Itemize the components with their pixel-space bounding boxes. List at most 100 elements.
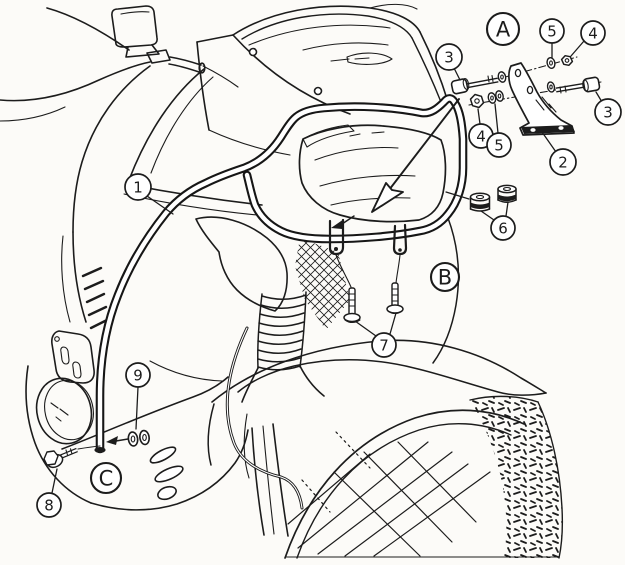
bracket-part-2 <box>508 62 575 136</box>
belly-panel <box>25 360 249 511</box>
callout-2-circle <box>549 148 577 176</box>
nut-4-top <box>560 54 574 67</box>
tire-tread <box>470 396 563 558</box>
callout-3-left-leader <box>453 67 461 81</box>
washers-5-bottom <box>487 90 504 104</box>
nut-4-bottom <box>469 93 485 109</box>
callout-4-top-label: 4 <box>588 24 598 42</box>
fairing-right-edge <box>432 217 460 364</box>
callout-2: 2 <box>549 148 577 176</box>
tube-end-cap <box>94 447 106 453</box>
callout-3-right-circle <box>594 98 622 126</box>
callout-6: 6 <box>490 215 516 241</box>
callout-1: 1 <box>124 173 152 201</box>
callout-5-bottom: 5 <box>486 132 512 158</box>
screw-7-right <box>386 282 404 315</box>
section-b-circle <box>429 261 461 293</box>
callout-3-left: 3 <box>435 43 463 71</box>
annotation-arrows <box>106 98 460 445</box>
spacer-front <box>469 192 491 212</box>
rivet <box>248 47 258 57</box>
spokes <box>287 431 491 557</box>
callout-2-leader <box>541 131 557 153</box>
callout-5-bottom-label: 5 <box>494 136 504 154</box>
section-c: C <box>89 461 123 495</box>
handlebar <box>168 56 239 88</box>
washer-lower-right <box>546 81 556 93</box>
callout-7-leader <box>354 320 377 337</box>
reflector-stripes <box>81 266 109 330</box>
callout-4-top-circle <box>580 20 606 46</box>
hardware-parts <box>43 54 602 469</box>
callout-7-label: 7 <box>379 336 389 354</box>
fork-legs <box>241 365 325 537</box>
brake-cable <box>225 326 304 510</box>
tube-clamps <box>328 218 408 288</box>
screw-7-left <box>343 287 361 324</box>
spacers-6 <box>445 184 517 212</box>
callout-4-top: 4 <box>580 20 606 46</box>
callout-6-leader <box>480 210 495 221</box>
fairing-left <box>0 7 263 384</box>
screw-3-right <box>555 76 601 94</box>
callout-3-left-label: 3 <box>444 48 454 66</box>
callout-9-leader <box>135 386 139 430</box>
washer-upper-left <box>497 71 507 83</box>
callout-6-circle <box>490 215 516 241</box>
callout-1-circle <box>124 173 152 201</box>
bike-illustration <box>0 3 564 559</box>
detail-a-assembly <box>450 54 602 136</box>
callout-7: 7 <box>371 332 397 358</box>
callout-1-label: 1 <box>133 178 143 196</box>
callout-5-top-label: 5 <box>547 22 557 40</box>
section-a: A <box>485 11 521 47</box>
callout-6-leader <box>505 201 509 217</box>
callout-8-circle <box>36 492 62 518</box>
callout-1-leader <box>146 195 174 215</box>
callout-5-top: 5 <box>539 18 565 44</box>
rivet <box>313 86 323 96</box>
callout-5-bottom-leader <box>494 103 499 134</box>
section-b-label: B <box>438 266 452 290</box>
mirror <box>111 5 171 64</box>
callout-3-right-label: 3 <box>603 103 613 121</box>
callout-7-leader <box>389 312 397 335</box>
fork-boot <box>257 291 307 371</box>
insert-arrow-icon <box>331 215 355 229</box>
air-duct-wing <box>195 216 288 312</box>
horn-cover <box>35 377 94 445</box>
radiator-mesh <box>295 238 350 330</box>
insert-arrow-icon <box>106 436 129 445</box>
screw-3-left <box>450 74 499 95</box>
section-c-label: C <box>99 467 114 491</box>
washers-9 <box>127 429 150 447</box>
windscreen <box>232 3 449 103</box>
front-wheel <box>284 395 564 559</box>
callout-8-label: 8 <box>44 496 54 514</box>
callout-5-top-circle <box>539 18 565 44</box>
washer-5-top <box>546 56 556 70</box>
callout-5-bottom-circle <box>486 132 512 158</box>
spacer-rear <box>497 184 517 203</box>
section-b: B <box>429 261 461 293</box>
callout-6-label: 6 <box>498 219 508 237</box>
callout-3-left-circle <box>435 43 463 71</box>
section-a-circle <box>485 11 521 47</box>
lens-shadow-wedge <box>302 124 355 148</box>
callout-7-circle <box>371 332 397 358</box>
callout-3-right: 3 <box>594 98 622 126</box>
callout-4-top-leader <box>570 40 585 57</box>
screw-8 <box>43 445 101 469</box>
section-a-label: A <box>496 18 511 42</box>
callout-9-circle <box>125 362 151 388</box>
callout-8-leader <box>51 468 58 494</box>
direction-arrow-icon <box>371 98 460 213</box>
section-c-circle <box>89 461 123 495</box>
callout-4-bottom-leader <box>477 108 481 125</box>
front-fender <box>207 339 547 479</box>
callout-9-label: 9 <box>133 366 143 384</box>
callout-2-label: 2 <box>558 153 568 171</box>
